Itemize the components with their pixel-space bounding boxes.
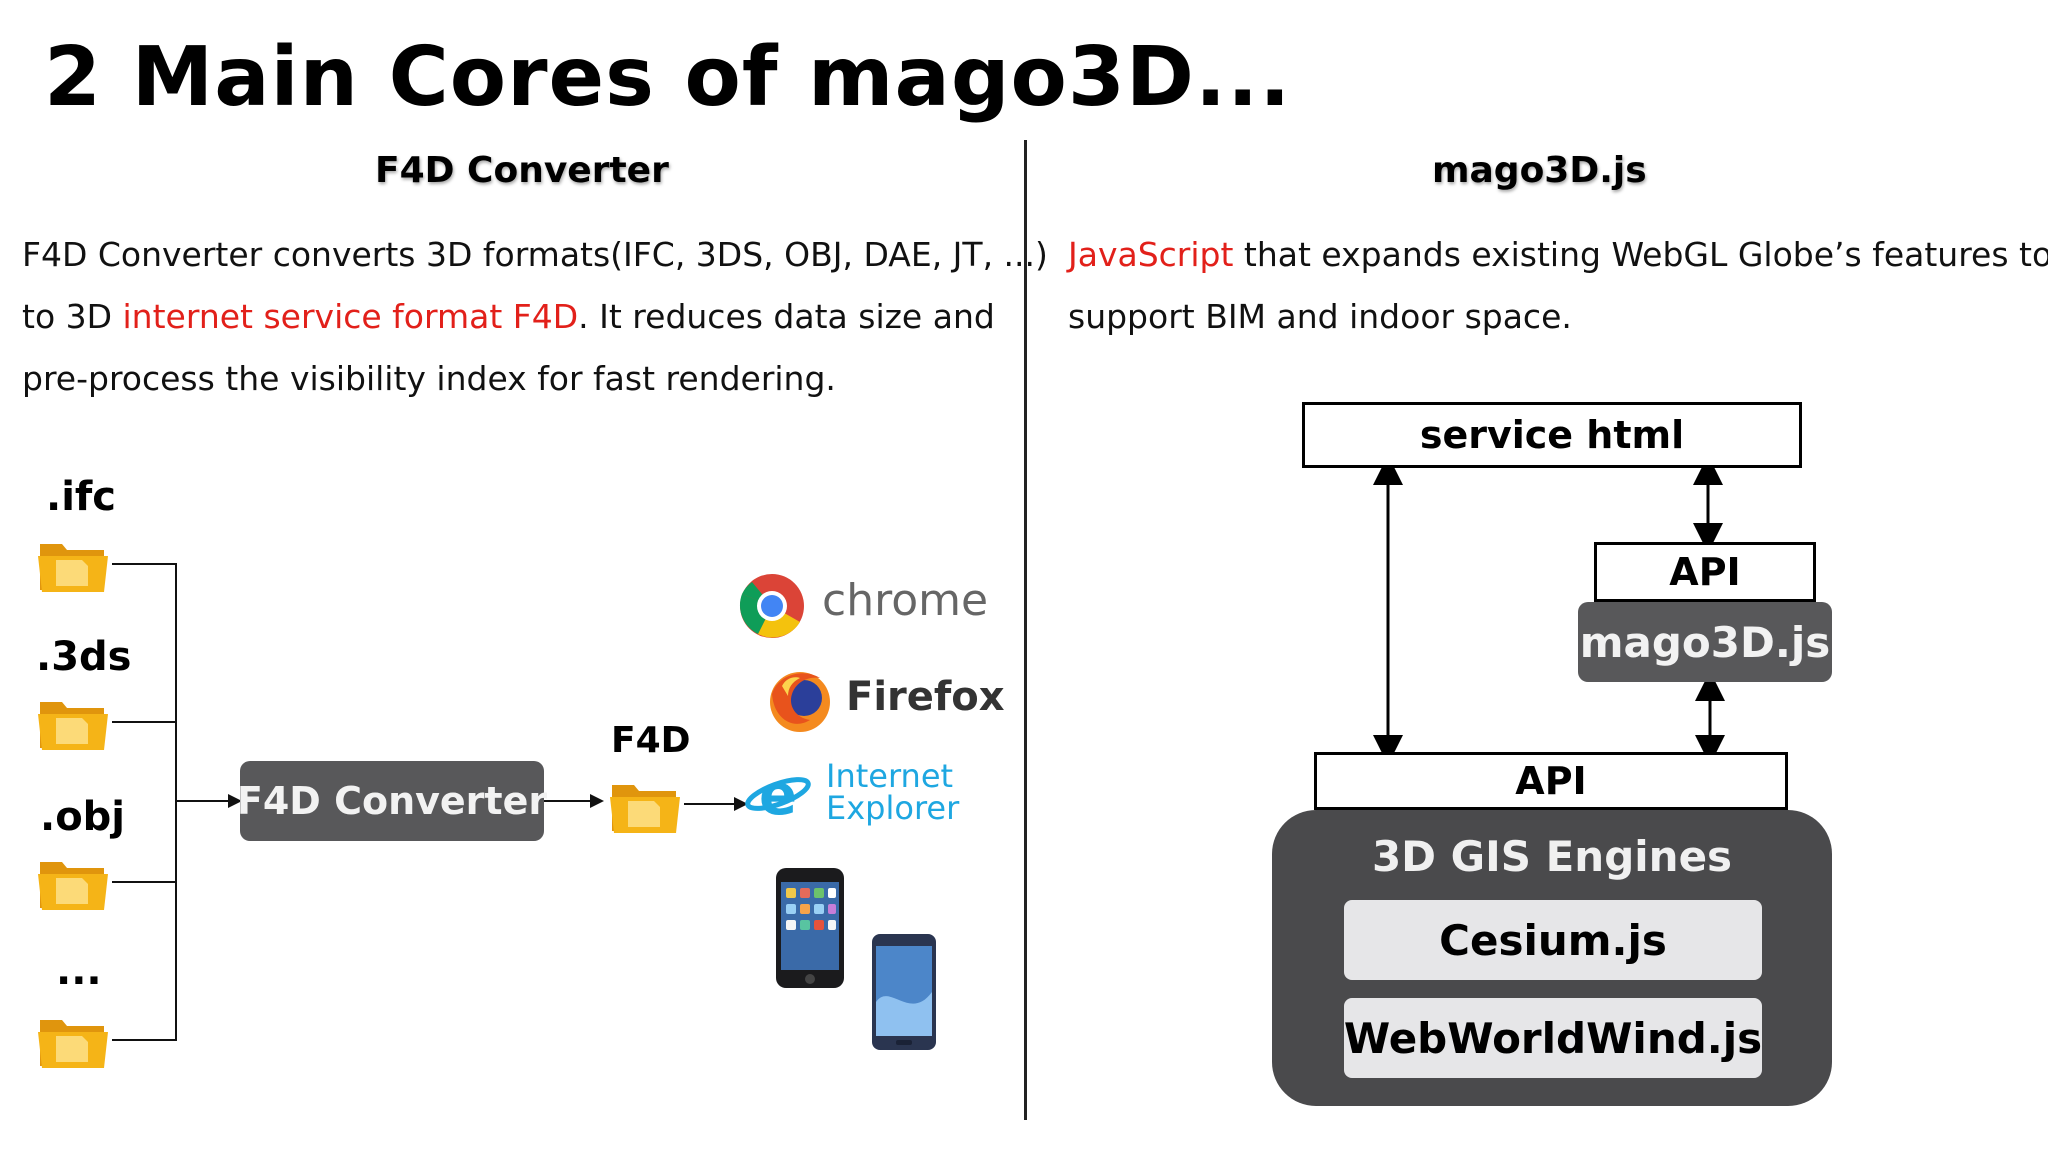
mago-api-box: API bbox=[1594, 542, 1816, 602]
ie-label-line2: Explorer bbox=[826, 789, 960, 827]
connector-line bbox=[112, 563, 177, 565]
right-paragraph: JavaScript that expands existing WebGL G… bbox=[1068, 224, 2048, 348]
right-paragraph-highlight: JavaScript bbox=[1068, 235, 1234, 274]
mago3d-js-box: mago3D.js bbox=[1578, 602, 1832, 682]
iphone-icon bbox=[776, 868, 844, 988]
folder-icon bbox=[38, 1020, 108, 1068]
left-paragraph-line1: F4D Converter converts 3D formats(IFC, 3… bbox=[22, 235, 1048, 274]
output-label-f4d: F4D bbox=[611, 720, 691, 761]
android-phone-icon bbox=[872, 934, 936, 1050]
firefox-icon bbox=[770, 672, 830, 732]
connector-line bbox=[175, 563, 177, 1041]
left-paragraph-line2: to 3D internet service format F4D. It re… bbox=[22, 286, 1048, 348]
svg-text:e: e bbox=[759, 764, 797, 826]
arrow-head bbox=[228, 794, 242, 808]
right-paragraph-line1: JavaScript that expands existing WebGL G… bbox=[1068, 224, 2048, 286]
folder-icon bbox=[38, 862, 108, 910]
connector-line bbox=[112, 881, 177, 883]
arrow-line bbox=[544, 800, 592, 802]
internet-explorer-icon: e bbox=[745, 764, 811, 826]
left-paragraph-line2-a: to 3D bbox=[22, 297, 123, 336]
right-heading: mago3D.js bbox=[1432, 150, 1647, 191]
left-paragraph-line2-b: . It reduces data size and bbox=[578, 297, 995, 336]
column-divider bbox=[1024, 140, 1027, 1120]
architecture-connectors bbox=[1373, 460, 1725, 760]
left-heading: F4D Converter bbox=[375, 150, 669, 191]
input-label-more: ... bbox=[56, 948, 102, 994]
right-paragraph-line1-b: that expands existing WebGL Globe’s feat… bbox=[1233, 235, 2048, 274]
folder-icon bbox=[38, 702, 108, 750]
gis-engines-label: 3D GIS Engines bbox=[1371, 832, 1733, 881]
input-label-ifc: .ifc bbox=[46, 474, 117, 520]
arrow-head bbox=[734, 797, 748, 811]
arrow-line bbox=[684, 803, 736, 805]
input-label-3ds: .3ds bbox=[36, 634, 132, 680]
connector-line bbox=[112, 1039, 177, 1041]
folder-icon bbox=[610, 785, 680, 833]
engine-cesium: Cesium.js bbox=[1344, 900, 1762, 980]
connector-line bbox=[112, 721, 177, 723]
firefox-label: Firefox bbox=[846, 674, 1005, 720]
left-paragraph: F4D Converter converts 3D formats(IFC, 3… bbox=[22, 224, 1048, 410]
arrow-head bbox=[590, 794, 604, 808]
chrome-icon bbox=[739, 574, 804, 638]
engine-api-box: API bbox=[1314, 752, 1788, 810]
page-title: 2 Main Cores of mago3D... bbox=[44, 30, 1292, 125]
input-label-obj: .obj bbox=[40, 794, 126, 840]
ie-label: Internet Explorer bbox=[826, 760, 959, 824]
f4d-converter-box: F4D Converter bbox=[237, 761, 547, 841]
left-paragraph-highlight: internet service format F4D bbox=[122, 297, 579, 336]
ie-label-line1: Internet bbox=[826, 757, 954, 795]
chrome-label: chrome bbox=[822, 575, 989, 626]
right-paragraph-line2: support BIM and indoor space. bbox=[1068, 297, 1572, 336]
folder-icon bbox=[38, 544, 108, 592]
left-paragraph-line3: pre-process the visibility index for fas… bbox=[22, 359, 836, 398]
arrow-line bbox=[176, 800, 232, 802]
service-html-box: service html bbox=[1302, 402, 1802, 468]
engine-webworldwind: WebWorldWind.js bbox=[1344, 998, 1762, 1078]
